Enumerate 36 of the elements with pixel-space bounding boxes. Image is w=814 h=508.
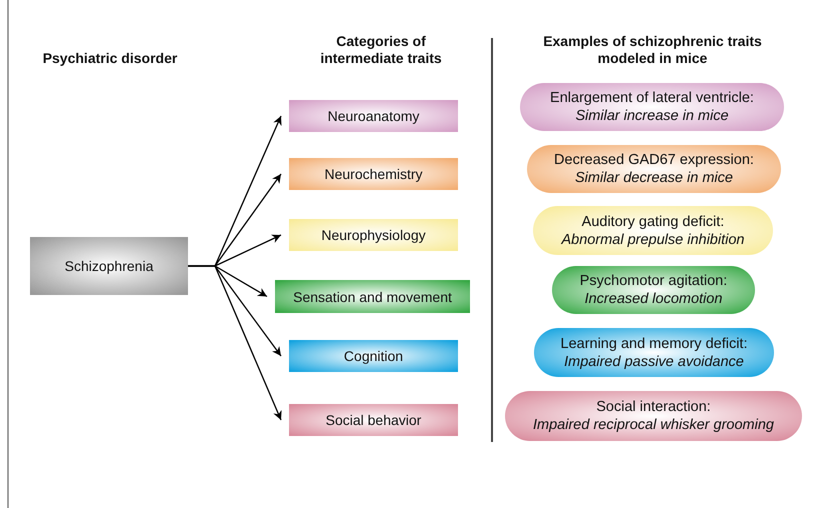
trait-text: Neuroanatomy [328,107,420,125]
category-box [289,100,458,132]
trait-text: Neurochemistry [324,165,423,183]
mouse-model-text: Similar increase in mice [575,107,729,125]
column-heading: Examples of schizophrenic traits modeled in mice [542,33,763,67]
category-box [289,404,458,436]
mouse-model-text: Similar decrease in mice [575,169,733,187]
example-pill [520,83,784,131]
disorder-box [30,237,188,295]
mouse-model-text: Increased locomotion [584,290,722,308]
column-heading: Psychiatric disorder [42,50,178,67]
trait-text: Cognition [344,347,404,365]
column-heading: Categories of intermediate traits [319,33,443,67]
category-box [289,158,458,190]
mouse-model-text: Impaired passive avoidance [564,352,744,370]
example-pill [552,266,755,314]
mouse-model-text: Abnormal prepulse inhibition [562,230,744,248]
trait-text: Social behavior [326,411,422,429]
category-box [289,340,458,372]
mouse-model-text: Impaired reciprocal whisker grooming [533,416,774,434]
trait-text: Auditory gating deficit: [582,212,724,230]
arrow [188,265,282,420]
example-pill [534,328,774,377]
example-pill [533,206,773,255]
trait-text: Enlargement of lateral ventricle: [550,89,754,107]
example-pill [527,145,781,193]
example-pill [505,391,802,441]
trait-text: Learning and memory deficit: [560,334,748,352]
trait-text: Sensation and movement [293,288,452,306]
category-box [289,219,458,251]
trait-text: Neurophysiology [321,226,426,244]
trait-text: Psychomotor agitation: [580,272,728,290]
category-box [275,280,470,313]
trait-text: Decreased GAD67 expression: [554,151,754,169]
trait-text: Social interaction: [596,398,711,416]
trait-text: Schizophrenia [64,257,154,275]
